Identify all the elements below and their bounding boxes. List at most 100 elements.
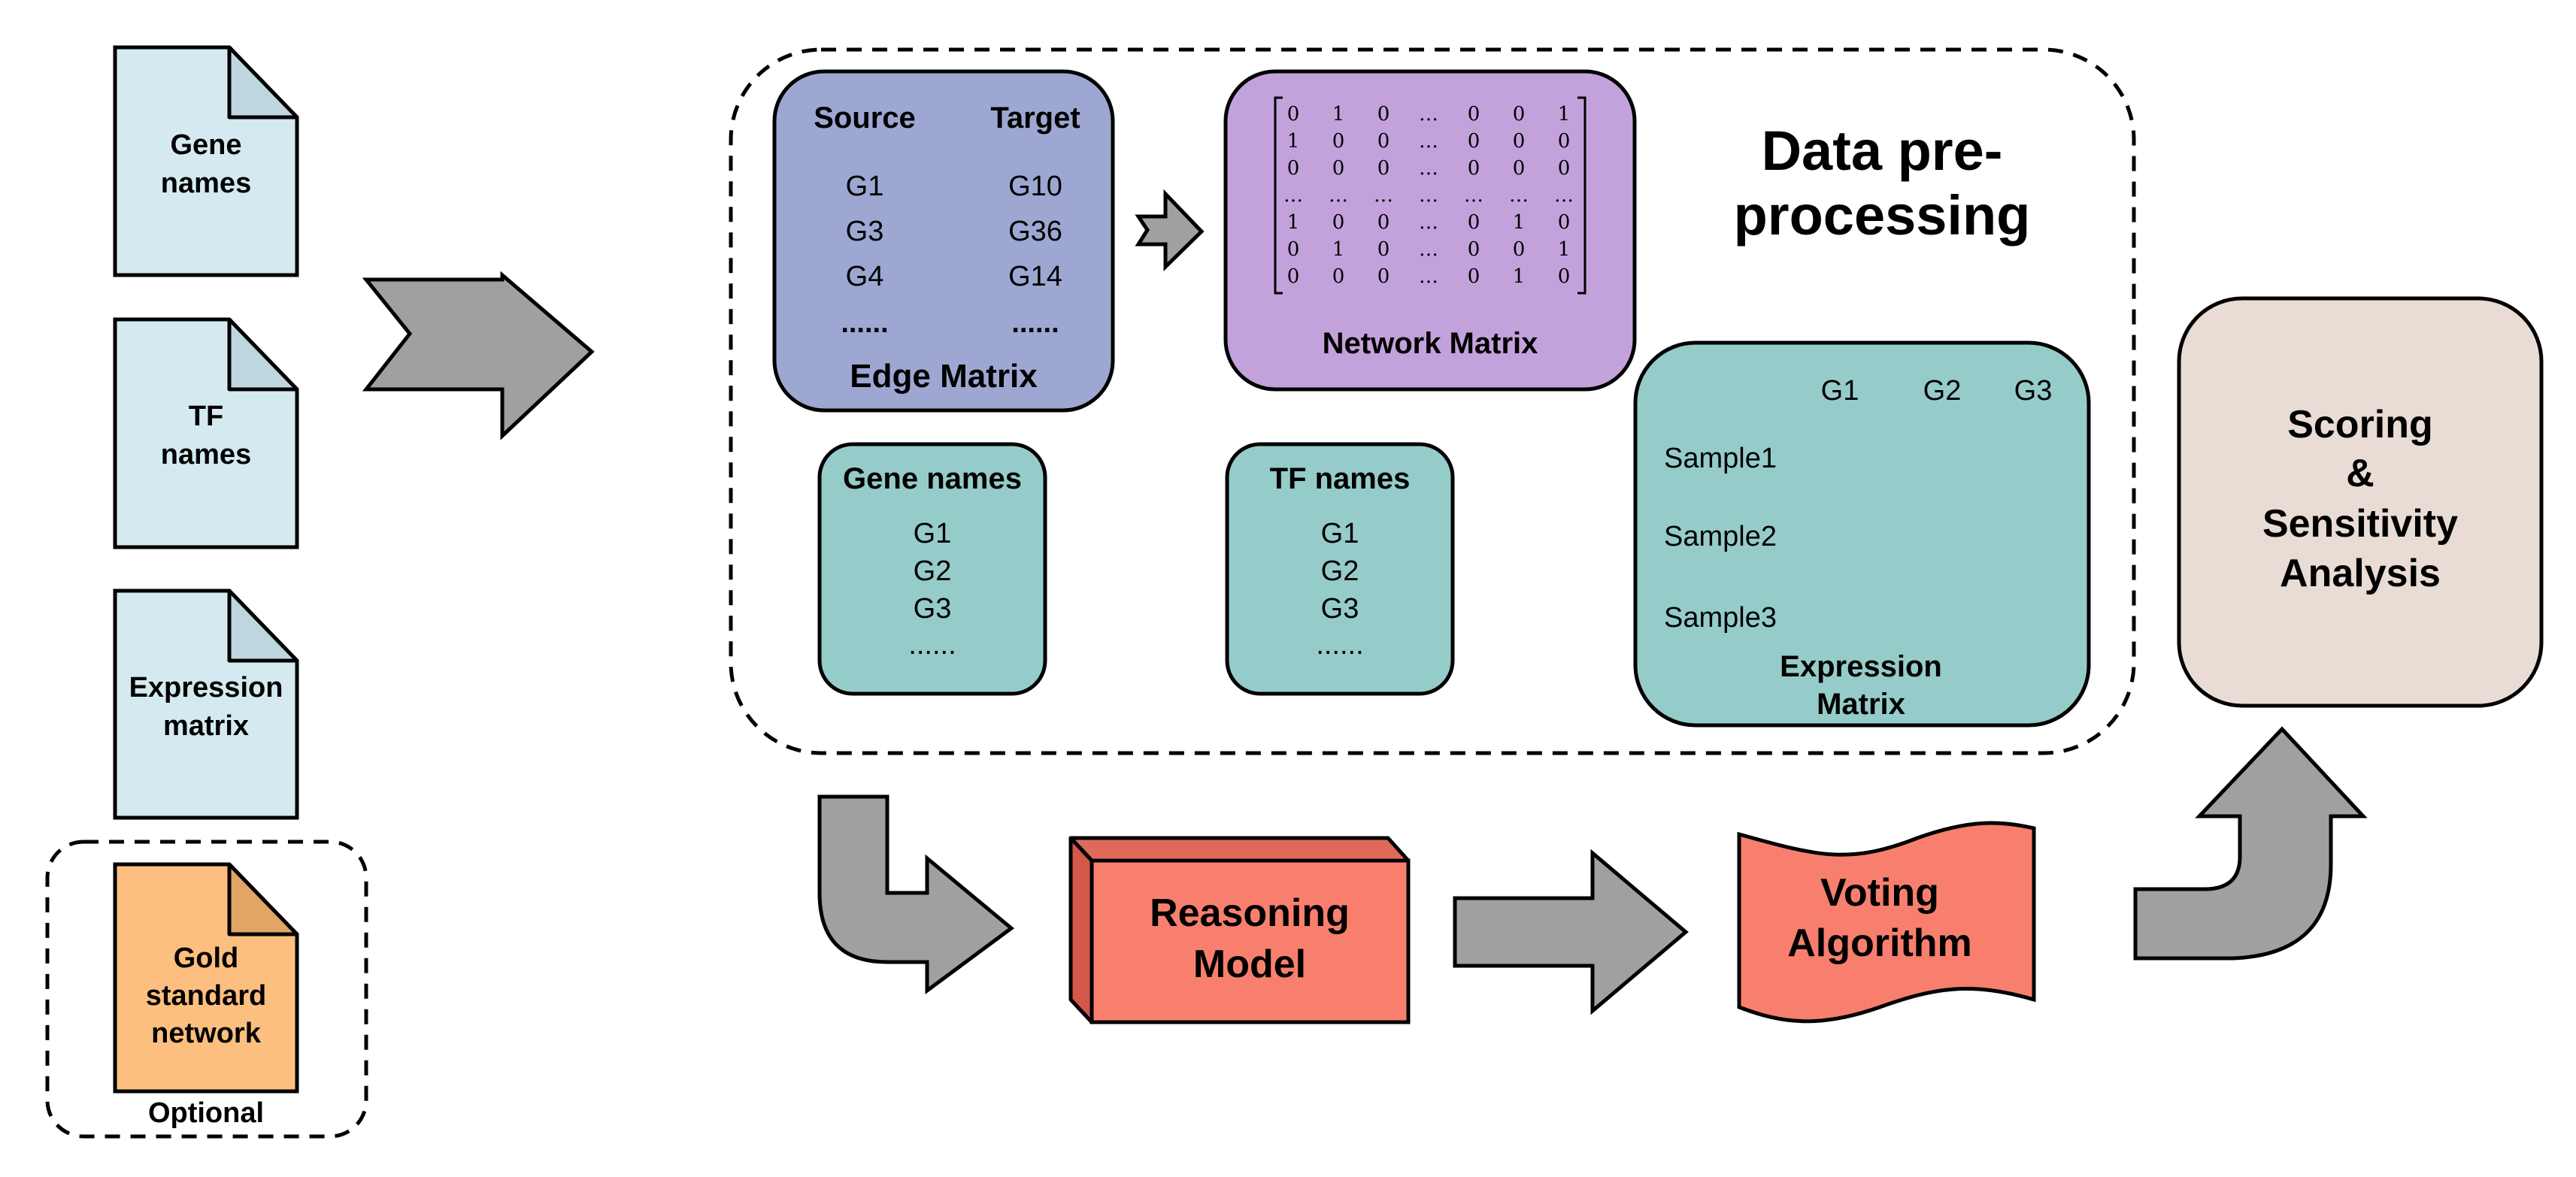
tf-names-title: TF names — [1270, 462, 1411, 495]
expression-sample-label: Sample3 — [1664, 602, 1777, 634]
doc-label-line: TF — [189, 401, 223, 432]
network-matrix-cell: 0 — [1332, 265, 1345, 288]
voting-algorithm-line1: Voting — [1820, 871, 1939, 915]
scoring-box: Scoring & Sensitivity Analysis — [2177, 296, 2544, 708]
reasoning-model-box: Reasoning Model — [1068, 836, 1411, 1024]
voting-algorithm-line2: Algorithm — [1787, 921, 1972, 965]
network-matrix-cell: 0 — [1377, 130, 1390, 153]
network-matrix-cell: 1 — [1558, 238, 1571, 261]
doc-label-line: Gene — [170, 129, 241, 161]
gene-names-title: Gene names — [843, 462, 1022, 495]
network-matrix-cell: 0 — [1377, 238, 1390, 261]
tf-name-item: G1 — [1321, 518, 1359, 549]
network-matrix-cell: … — [1419, 103, 1438, 126]
voting-algorithm-shape: Voting Algorithm — [1737, 821, 2036, 1024]
network-matrix-cell: 0 — [1513, 157, 1526, 180]
network-matrix-cell: 0 — [1468, 130, 1480, 153]
network-matrix-cell: 0 — [1558, 130, 1571, 153]
doc-expression-matrix: Expression matrix — [113, 588, 299, 820]
folded-corner — [227, 588, 299, 663]
edge-cell: G1 — [846, 171, 884, 202]
network-matrix-cell: 0 — [1287, 103, 1300, 126]
gene-name-item: G2 — [914, 555, 952, 587]
tf-names-background — [1225, 442, 1455, 696]
doc-label-line: matrix — [163, 710, 249, 742]
edge-cell: G3 — [846, 216, 884, 247]
tf-names-box: TF names G1 G2 G3 ...... — [1225, 442, 1455, 696]
network-matrix-cell: 0 — [1377, 103, 1390, 126]
document-icon — [113, 862, 299, 1094]
network-matrix-cell: 0 — [1513, 130, 1526, 153]
scoring-line: Scoring — [2287, 403, 2433, 446]
edge-header-target: Target — [990, 101, 1080, 135]
expression-column-header: G2 — [1923, 375, 1962, 407]
reasoning-model-line1: Reasoning — [1150, 891, 1350, 935]
preprocessing-title-line1: Data pre- — [1762, 120, 2003, 182]
network-matrix-cell: … — [1419, 265, 1438, 288]
doc-label-line: network — [151, 1018, 262, 1049]
matrix-right-bracket — [1577, 96, 1587, 295]
edge-cell: ...... — [1011, 307, 1059, 339]
tf-name-item: G3 — [1321, 593, 1359, 625]
optional-dashed-border — [45, 840, 368, 1139]
chevron-arrow — [362, 271, 595, 440]
box-front-face — [1089, 858, 1411, 1024]
doc-label-line: Gold — [174, 943, 239, 974]
network-matrix-cell: 0 — [1332, 211, 1345, 234]
preprocessing-dashed-border — [729, 47, 2136, 755]
network-matrix-background — [1223, 69, 1637, 392]
network-matrix-cell: 0 — [1332, 130, 1345, 153]
network-matrix-cell: … — [1419, 130, 1438, 153]
optional-label: Optional — [148, 1097, 264, 1129]
folded-corner — [227, 862, 299, 936]
expression-matrix-background — [1633, 340, 2091, 728]
expression-sample-label: Sample1 — [1664, 443, 1777, 474]
network-matrix-cell: … — [1419, 184, 1438, 207]
doc-tf-names: TF names — [113, 317, 299, 549]
network-matrix-cell: 0 — [1377, 211, 1390, 234]
gene-names-box: Gene names G1 G2 G3 ...... — [817, 442, 1047, 696]
scoring-line: & — [2346, 452, 2374, 495]
expression-caption-line2: Matrix — [1817, 688, 1905, 721]
doc-gold-standard-network: Gold standard network — [113, 862, 299, 1094]
doc-label-line: names — [161, 168, 251, 199]
folded-corner — [227, 317, 299, 392]
doc-gene-names: Gene names — [113, 45, 299, 277]
network-matrix-cell: … — [1374, 184, 1393, 207]
network-matrix-cell: … — [1419, 211, 1438, 234]
tf-name-item: ...... — [1316, 629, 1363, 661]
box-side-face — [1068, 836, 1094, 1024]
right-arrow-medium — [1453, 849, 1689, 1015]
network-matrix-cell: … — [1329, 184, 1348, 207]
box-top-face — [1068, 836, 1411, 863]
reasoning-model-line2: Model — [1193, 943, 1306, 986]
gene-name-item: ...... — [908, 629, 956, 661]
network-matrix-cell: 1 — [1332, 238, 1345, 261]
expression-column-header: G3 — [2014, 375, 2053, 407]
network-matrix-caption: Network Matrix — [1323, 327, 1538, 360]
network-matrix-cell: … — [1464, 184, 1483, 207]
expression-sample-label: Sample2 — [1664, 521, 1777, 552]
network-matrix-cell: 0 — [1468, 157, 1480, 180]
doc-label-line: Expression — [129, 672, 283, 703]
edge-matrix-box: Source Target G1 G10 G3 G36 G4 G14 .....… — [772, 69, 1115, 413]
preprocessing-group: Data pre- processing Source Target G1 G1… — [729, 47, 2136, 755]
gene-name-item: G1 — [914, 518, 952, 549]
edge-matrix-background — [772, 69, 1115, 413]
network-matrix-cell: 0 — [1332, 157, 1345, 180]
network-matrix-cell: 1 — [1513, 265, 1526, 288]
bent-arrow-right-up — [2133, 726, 2368, 961]
network-matrix-cell: … — [1283, 184, 1303, 207]
expression-caption-line1: Expression — [1780, 650, 1942, 683]
folded-corner — [227, 45, 299, 120]
document-icon — [113, 588, 299, 820]
network-matrix-cell: 0 — [1287, 265, 1300, 288]
edge-cell: G14 — [1008, 261, 1062, 292]
doc-label-line: names — [161, 439, 251, 470]
gene-name-item: G3 — [914, 593, 952, 625]
scoring-line: Analysis — [2280, 552, 2441, 595]
preprocessing-title-line2: processing — [1734, 184, 2031, 247]
network-matrix-cell: 0 — [1558, 211, 1571, 234]
